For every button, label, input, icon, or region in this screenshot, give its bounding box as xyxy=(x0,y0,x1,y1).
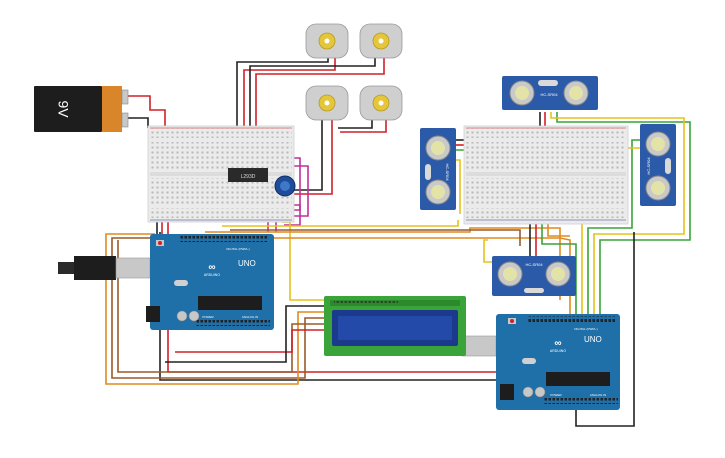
motor-driver-chip[interactable]: L293D xyxy=(228,168,268,182)
wire-brown-1 xyxy=(111,237,325,379)
wire-black-lcd xyxy=(165,305,325,363)
sensor-right-label: HC-SR04 xyxy=(646,157,651,175)
dc-motor-2[interactable] xyxy=(359,23,403,59)
wire-yellow-cross xyxy=(222,220,459,227)
wire-motor2-black xyxy=(249,58,376,148)
arduino-left-power-label: POWER xyxy=(202,315,214,319)
sensor-left-label: HC-SR04 xyxy=(445,163,450,181)
potentiometer[interactable] xyxy=(274,175,296,197)
wire-brown-2 xyxy=(117,240,325,373)
arduino-right-digital-label: DIGITAL (PWM~) xyxy=(574,327,597,331)
arduino-uno-right[interactable]: ∞ UNO ARDUINO DIGITAL (PWM~) POWER ANALO… xyxy=(461,314,620,410)
wire-right-sensor-green xyxy=(587,139,640,320)
arduino-left-digital-label: DIGITAL (PWM~) xyxy=(226,247,249,251)
wire-motor4-red xyxy=(340,117,387,133)
wire-motor1-red xyxy=(243,58,336,148)
wire-motor2-red xyxy=(255,58,385,148)
battery-label: 9V xyxy=(55,100,71,118)
arduino-left-logo: ∞ xyxy=(208,262,215,273)
breadboard-left[interactable] xyxy=(147,125,295,223)
arduino-left-analog-label: ANALOG IN xyxy=(242,315,258,319)
sensor-bottom-label: HC-SR04 xyxy=(525,262,543,267)
wire-yellow-lcd xyxy=(282,221,325,301)
arduino-right-logo: ∞ xyxy=(554,338,561,349)
wire-left-sensor-yellow xyxy=(455,159,461,214)
dc-motor-1[interactable] xyxy=(305,23,349,59)
breadboard-right[interactable] xyxy=(463,125,629,225)
wire-bottom-sensor-orange xyxy=(547,224,570,237)
ultrasonic-sensor-left[interactable]: HC-SR04 xyxy=(420,128,456,210)
arduino-left-logo-text: ARDUINO xyxy=(204,273,220,277)
driver-chip-label: L293D xyxy=(241,174,256,180)
dc-motor-3[interactable] xyxy=(305,85,349,121)
sensor-top-label: HC-SR04 xyxy=(540,92,558,97)
wire-motor1-black xyxy=(236,58,329,148)
wire-right-yellow-top xyxy=(550,112,685,320)
arduino-left-brand: UNO xyxy=(238,259,256,268)
wire-motor3-red xyxy=(290,117,333,195)
lcd-display[interactable] xyxy=(324,296,466,356)
dc-motor-4[interactable] xyxy=(359,85,403,121)
wire-motor4-black xyxy=(338,117,373,129)
wire-motor3-black xyxy=(292,117,323,191)
arduino-right-logo-text: ARDUINO xyxy=(550,349,566,353)
ultrasonic-sensor-right[interactable]: HC-SR04 xyxy=(640,124,676,206)
wire-battery-black xyxy=(128,117,149,128)
wire-right-green-top xyxy=(556,112,691,320)
wire-battery-red xyxy=(128,95,166,128)
wire-brown-cross xyxy=(230,229,521,246)
ultrasonic-sensor-top[interactable]: HC-SR04 xyxy=(502,76,598,110)
wire-right-black-loop xyxy=(575,232,635,427)
wire-red-lcd xyxy=(175,329,325,353)
arduino-right-brand: UNO xyxy=(584,335,602,344)
arduino-right-power-label: POWER xyxy=(550,393,562,397)
arduino-right-analog-label: ANALOG IN xyxy=(590,393,606,397)
battery-9v[interactable]: 9V xyxy=(34,86,129,132)
ultrasonic-sensor-bottom[interactable]: HC-SR04 xyxy=(492,256,576,296)
arduino-uno-left[interactable]: ∞ UNO ARDUINO DIGITAL (PWM~) POWER ANALO… xyxy=(58,234,274,330)
wire-orange-1 xyxy=(105,233,325,385)
wire-bottom-sensor-yellow xyxy=(483,239,494,263)
wire-orange-cross-1 xyxy=(205,227,561,300)
